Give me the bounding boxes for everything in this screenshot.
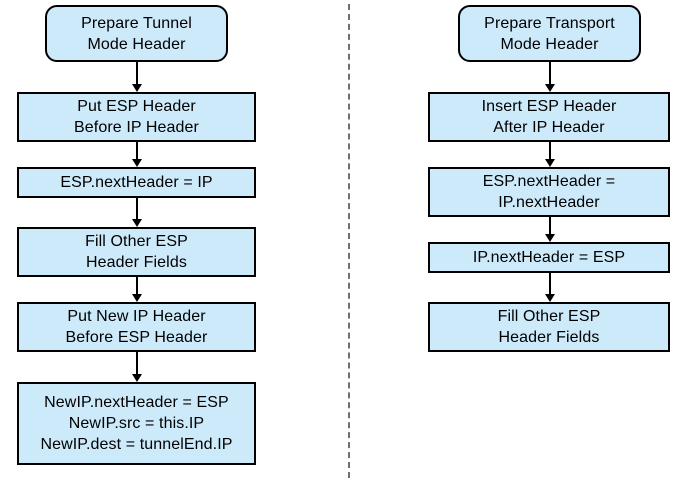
arrowhead-tunnel-5-icon — [132, 374, 142, 382]
connector-tunnel-5 — [136, 352, 138, 374]
arrowhead-transport-3-icon — [545, 234, 555, 242]
node-insert-esp-header-after-ip-header[interactable]: Insert ESP Header After IP Header — [428, 92, 670, 142]
node-esp-nextheader-equals-ip[interactable]: ESP.nextHeader = IP — [17, 167, 256, 198]
connector-transport-3 — [549, 217, 551, 234]
arrowhead-tunnel-2-icon — [132, 159, 142, 167]
connector-tunnel-3 — [136, 198, 138, 219]
node-prepare-transport-mode-header[interactable]: Prepare Transport Mode Header — [458, 5, 641, 62]
connector-tunnel-1 — [136, 62, 138, 84]
column-divider — [348, 4, 350, 478]
arrowhead-tunnel-4-icon — [132, 294, 142, 302]
connector-transport-2 — [549, 142, 551, 159]
node-ip-nextheader-equals-esp[interactable]: IP.nextHeader = ESP — [428, 242, 670, 273]
node-put-esp-header-before-ip-header[interactable]: Put ESP Header Before IP Header — [17, 92, 256, 142]
connector-tunnel-4 — [136, 277, 138, 294]
arrowhead-transport-2-icon — [545, 159, 555, 167]
connector-transport-4 — [549, 273, 551, 294]
connector-transport-1 — [549, 62, 551, 84]
node-prepare-tunnel-mode-header[interactable]: Prepare Tunnel Mode Header — [45, 5, 228, 62]
arrowhead-transport-1-icon — [545, 84, 555, 92]
arrowhead-transport-4-icon — [545, 294, 555, 302]
node-fill-other-esp-header-fields-tunnel[interactable]: Fill Other ESP Header Fields — [17, 227, 256, 277]
node-esp-nextheader-equals-ip-nextheader[interactable]: ESP.nextHeader = IP.nextHeader — [428, 167, 670, 217]
arrowhead-tunnel-1-icon — [132, 84, 142, 92]
node-newip-header-field-assignments[interactable]: NewIP.nextHeader = ESP NewIP.src = this.… — [17, 382, 256, 465]
connector-tunnel-2 — [136, 142, 138, 159]
node-fill-other-esp-header-fields-transport[interactable]: Fill Other ESP Header Fields — [428, 302, 670, 352]
arrowhead-tunnel-3-icon — [132, 219, 142, 227]
node-put-new-ip-header-before-esp-header[interactable]: Put New IP Header Before ESP Header — [17, 302, 256, 352]
